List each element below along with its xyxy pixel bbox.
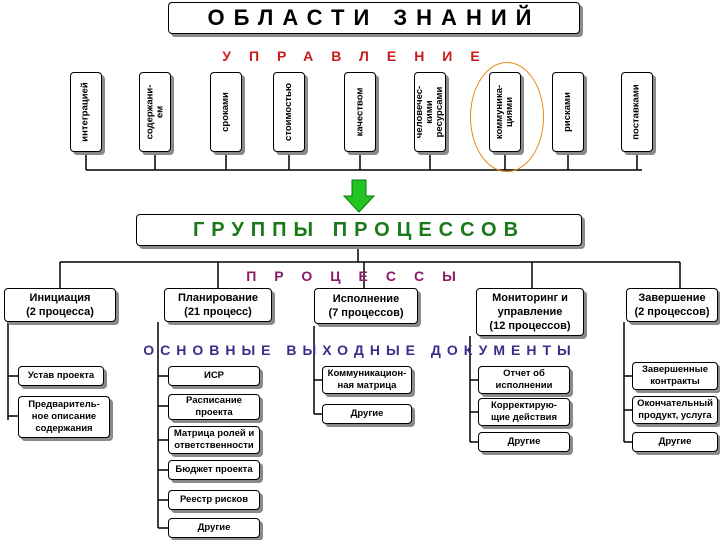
output-corrective-actions: Корректирую-щие действия: [478, 398, 570, 426]
process-name: Мониторинг и управление: [492, 292, 568, 318]
output-schedule: Расписание проекта: [168, 394, 260, 420]
area-time: сроками: [210, 72, 242, 152]
process-count: (12 процессов): [489, 320, 571, 332]
outputs-label: ОСНОВНЫЕ ВЫХОДНЫЕ ДОКУМЕНТЫ: [143, 342, 577, 358]
process-count: (21 процесс): [184, 306, 252, 318]
process-name: Планирование: [177, 292, 259, 304]
area-human-resources: человечес- кими ресурсами: [414, 72, 446, 152]
area-risks: рисками: [552, 72, 584, 152]
highlight-ellipse: [470, 62, 544, 172]
output-monitoring-other: Другие: [478, 432, 570, 452]
process-initiation: Инициация (2 процесса): [4, 288, 116, 322]
output-planning-other: Другие: [168, 518, 260, 538]
process-groups-title: ГРУППЫ ПРОЦЕССОВ: [136, 214, 582, 246]
process-closing: Завершение (2 процессов): [626, 288, 718, 322]
area-cost: стоимостью: [273, 72, 305, 152]
process-name: Инициация: [29, 292, 91, 304]
knowledge-areas-title: ОБЛАСТИ ЗНАНИЙ: [168, 2, 580, 34]
process-name: Завершение: [638, 292, 706, 304]
output-budget: Бюджет проекта: [168, 460, 260, 480]
area-integration: интеграцией: [70, 72, 102, 152]
area-scope: содержани- ем: [139, 72, 171, 152]
process-count: (2 процесса): [26, 306, 94, 318]
process-name: Исполнение: [332, 293, 400, 305]
area-procurement: поставками: [621, 72, 653, 152]
output-project-charter: Устав проекта: [18, 366, 104, 386]
output-wbs: ИСР: [168, 366, 260, 386]
output-closing-other: Другие: [632, 432, 718, 452]
processes-label: ПРОЦЕССЫ: [246, 268, 474, 284]
process-count: (2 процессов): [634, 306, 710, 318]
output-raci-matrix: Матрица ролей и ответственности: [168, 426, 260, 454]
process-count: (7 процессов): [328, 307, 404, 319]
output-closed-contracts: Завершенные контракты: [632, 362, 718, 390]
process-planning: Планирование (21 процесс): [164, 288, 272, 322]
output-communication-matrix: Коммуникацион-ная матрица: [322, 366, 412, 394]
area-quality: качеством: [344, 72, 376, 152]
output-preliminary-scope: Предваритель-ное описание содержания: [18, 396, 110, 438]
output-final-product: Окончательный продукт, услуга: [632, 396, 718, 424]
down-arrow-icon: [342, 179, 376, 213]
output-performance-report: Отчет об исполнении: [478, 366, 570, 394]
output-execution-other: Другие: [322, 404, 412, 424]
process-monitoring: Мониторинг и управление (12 процессов): [476, 288, 584, 336]
process-execution: Исполнение (7 процессов): [314, 288, 418, 324]
management-label: УПРАВЛЕНИЕ: [222, 48, 498, 64]
output-risk-register: Реестр рисков: [168, 490, 260, 510]
